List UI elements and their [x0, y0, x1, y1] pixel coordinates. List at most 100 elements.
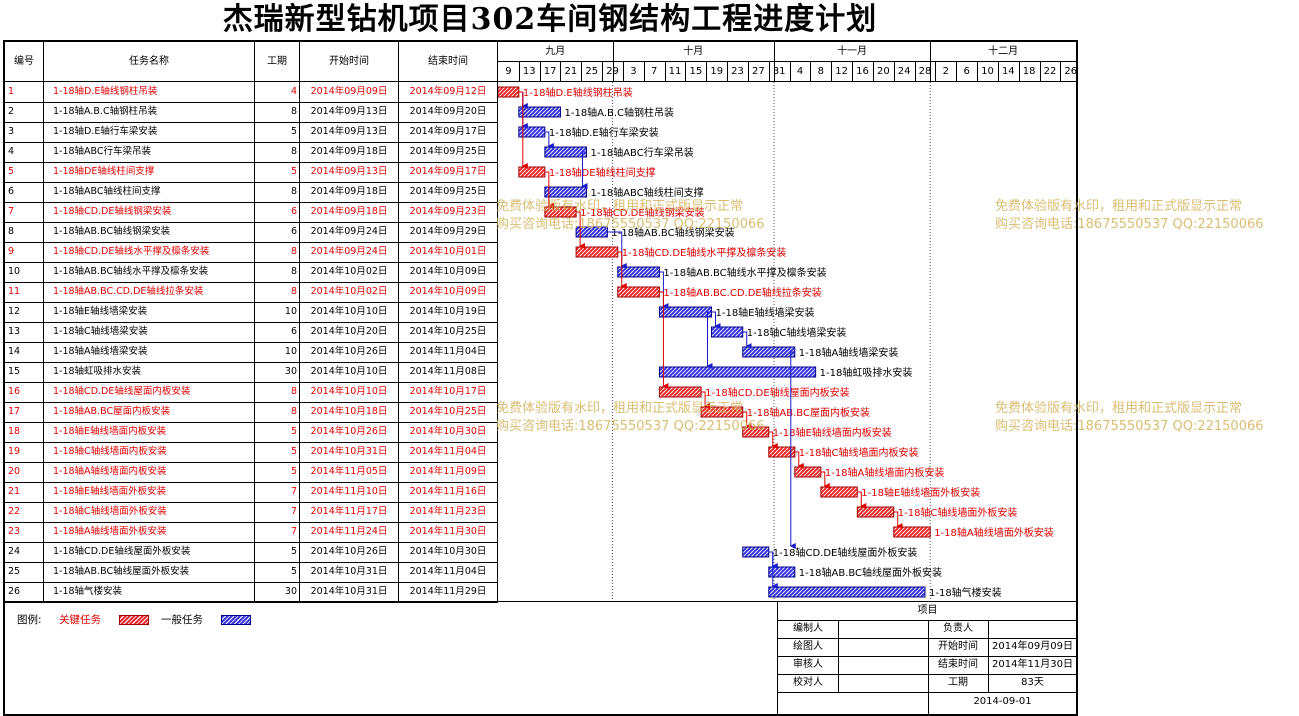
task-id-cell: 2	[8, 106, 15, 117]
task-id-cell: 7	[8, 206, 15, 217]
watermark-line1: 免费体验版有水印，租用和正式版显示正常	[995, 401, 1243, 416]
task-start-cell: 2014年10月26日	[310, 546, 388, 557]
month-label: 十二月	[988, 46, 1019, 57]
day-tick-label: 23	[731, 66, 744, 77]
task-name-cell: 1-18轴AB.BC轴线钢梁安装	[53, 226, 171, 237]
task-id-cell: 10	[8, 266, 21, 277]
task-dur-cell: 8	[290, 406, 297, 417]
task-dur-cell: 6	[290, 226, 297, 237]
task-id-cell: 9	[8, 246, 15, 257]
page-title: 杰瑞新型钻机项目302车间钢结构工程进度计划	[222, 2, 878, 37]
task-end-cell: 2014年09月17日	[409, 126, 487, 137]
gantt-bar-label: 1-18轴D.E轴行车梁安装	[549, 126, 659, 139]
watermark-line1: 免费体验版有水印，租用和正式版显示正常	[496, 199, 744, 214]
task-dur-cell: 8	[290, 106, 297, 117]
task-dur-cell: 5	[290, 426, 297, 437]
task-id-cell: 25	[8, 566, 21, 577]
dependency-link	[581, 151, 588, 189]
gantt-bar-label: 1-18轴AB.BC.CD.DE轴线拉条安装	[663, 286, 821, 299]
task-start-cell: 2014年10月31日	[310, 586, 388, 597]
watermark-line2: 购买咨询电话:18675550537 QQ:22150066	[995, 217, 1264, 232]
task-start-cell: 2014年09月13日	[310, 126, 388, 137]
task-start-cell: 2014年10月31日	[310, 566, 388, 577]
gantt-bar-label: 1-18轴A.B.C轴钢柱吊装	[564, 106, 674, 119]
dependency-link	[857, 491, 867, 509]
info-cell: 绘图人	[793, 641, 823, 652]
gantt-bar	[768, 566, 796, 578]
info-cell: 负责人	[943, 623, 973, 634]
legend-critical-swatch	[119, 615, 149, 625]
day-tick-label: 22	[1043, 66, 1057, 77]
task-end-cell: 2014年10月30日	[409, 546, 487, 557]
task-start-cell: 2014年10月10日	[310, 386, 388, 397]
day-tick-label: 15	[689, 66, 703, 77]
task-start-cell: 2014年10月10日	[310, 366, 388, 377]
dependency-link	[711, 311, 721, 329]
task-end-cell: 2014年09月17日	[409, 166, 487, 177]
day-tick-label: 29	[606, 66, 619, 77]
task-id-cell: 1	[8, 86, 15, 97]
info-cell: 开始时间	[938, 641, 978, 652]
task-dur-cell: 8	[290, 246, 297, 257]
task-name-cell: 1-18轴AB.BC轴线屋面外板安装	[53, 566, 190, 577]
task-dur-cell: 4	[290, 86, 297, 97]
task-name-cell: 1-18轴D.E轴线钢柱吊装	[53, 86, 158, 97]
task-id-cell: 4	[8, 146, 15, 157]
task-start-cell: 2014年09月18日	[310, 186, 388, 197]
month-label: 九月	[545, 46, 566, 57]
task-end-cell: 2014年10月09日	[409, 286, 487, 297]
info-date: 2014-09-01	[973, 696, 1032, 707]
task-dur-cell: 5	[290, 126, 297, 137]
gantt-bar-label: 1-18轴C轴线墙面外板安装	[898, 506, 1018, 519]
task-end-cell: 2014年11月04日	[409, 346, 487, 357]
gantt-bar	[768, 586, 926, 598]
task-name-cell: 1-18轴ABC轴线柱间支撑	[53, 186, 161, 197]
task-end-cell: 2014年09月29日	[409, 226, 487, 237]
task-end-cell: 2014年10月17日	[409, 386, 487, 397]
day-tick-label: 11	[668, 66, 682, 77]
day-tick-label: 2	[942, 66, 949, 77]
gantt-bar	[658, 306, 712, 318]
gantt-bar-label: 1-18轴CD.DE轴线屋面内板安装	[705, 386, 850, 399]
task-id-cell: 17	[8, 406, 21, 417]
gantt-bar	[742, 546, 770, 558]
watermark-line1: 免费体验版有水印，租用和正式版显示正常	[995, 199, 1243, 214]
task-start-cell: 2014年10月02日	[310, 266, 388, 277]
task-id-cell: 3	[8, 126, 15, 137]
task-id-cell: 20	[8, 466, 21, 477]
gantt-bar-label: 1-18轴AB.BC轴线水平撑及檩条安装	[663, 266, 826, 279]
dependency-link	[789, 351, 796, 549]
dependency-link	[659, 291, 669, 389]
task-id-cell: 5	[8, 166, 15, 177]
dependency-link	[794, 451, 804, 469]
task-end-cell: 2014年11月30日	[409, 526, 487, 537]
gantt-bar	[518, 166, 546, 178]
task-end-cell: 2014年09月12日	[409, 86, 487, 97]
